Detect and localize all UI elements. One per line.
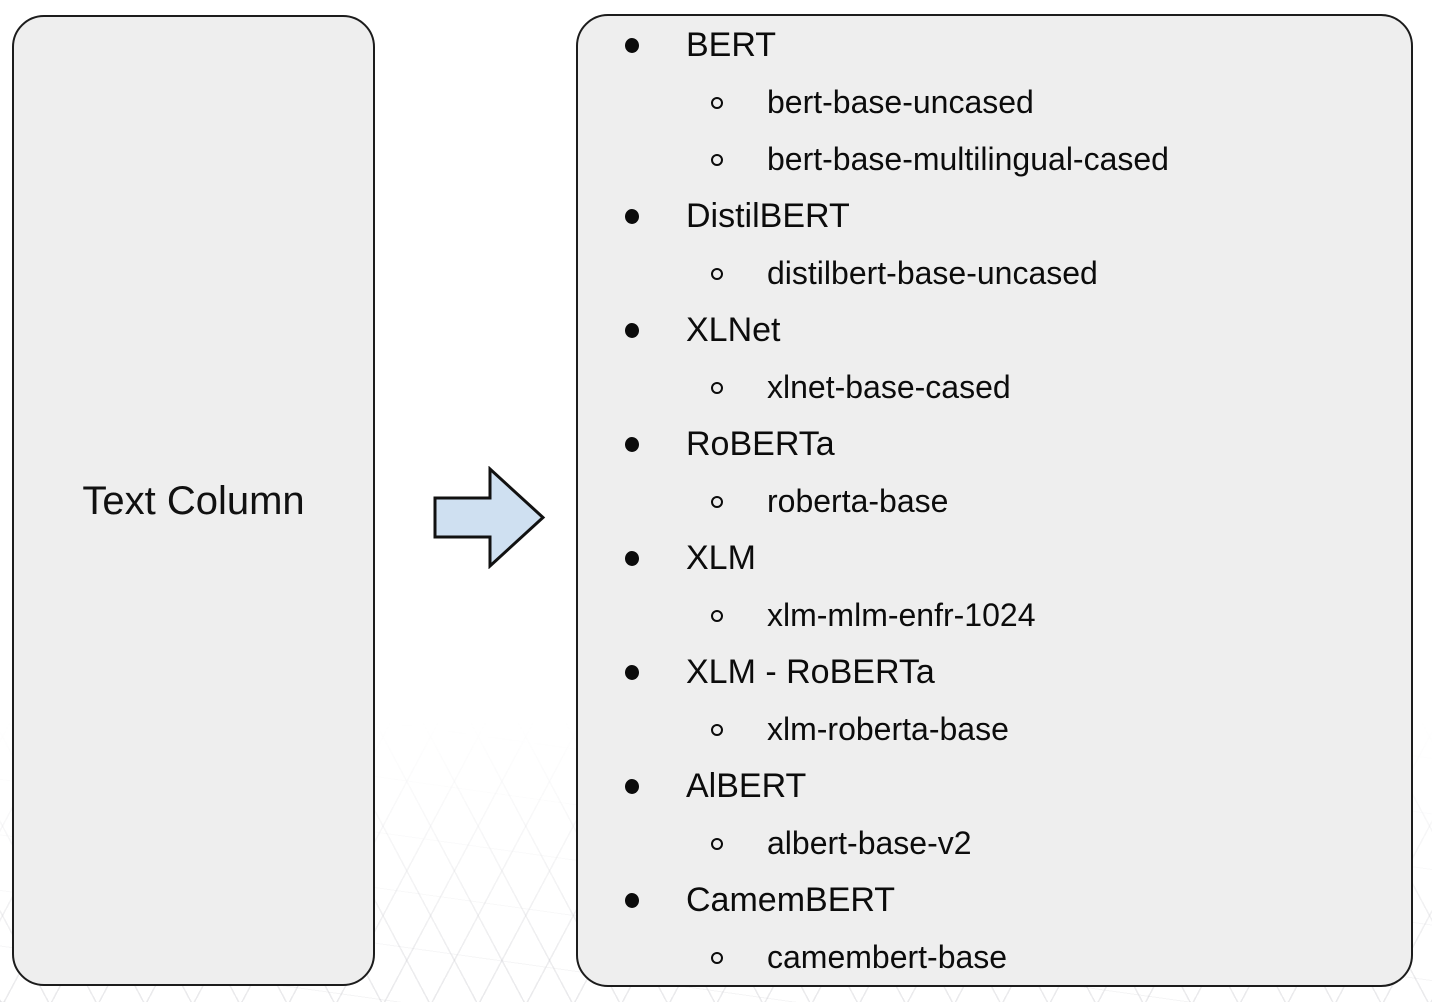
model-list-box: BERT bert-base-uncased bert-base-multili…: [576, 14, 1413, 987]
bullet-filled-icon: [625, 323, 639, 338]
list-item-family: RoBERTa: [578, 416, 1411, 473]
model-name-label: xlnet-base-cased: [767, 369, 1011, 405]
list-item-model: roberta-base: [578, 473, 1411, 530]
bullet-hollow-icon: [711, 96, 723, 109]
list-item-model: albert-base-v2: [578, 815, 1411, 872]
model-family-label: XLNet: [686, 311, 781, 349]
list-item-model: bert-base-multilingual-cased: [578, 131, 1411, 188]
list-item-family: XLM: [578, 530, 1411, 587]
bullet-hollow-icon: [711, 153, 723, 166]
list-item-family: XLM - RoBERTa: [578, 644, 1411, 701]
list-item-model: xlm-roberta-base: [578, 701, 1411, 758]
model-name-label: xlm-roberta-base: [767, 711, 1009, 747]
model-name-label: xlm-mlm-enfr-1024: [767, 597, 1036, 633]
model-name-label: distilbert-base-uncased: [767, 255, 1098, 291]
bullet-filled-icon: [625, 437, 639, 452]
model-list: BERT bert-base-uncased bert-base-multili…: [578, 16, 1411, 985]
right-arrow-svg: [433, 465, 546, 570]
bullet-hollow-icon: [711, 381, 723, 394]
model-family-label: AlBERT: [686, 767, 807, 805]
list-item-model: distilbert-base-uncased: [578, 245, 1411, 302]
model-family-label: XLM: [686, 539, 756, 577]
model-family-label: XLM - RoBERTa: [686, 653, 935, 691]
list-item-family: CamemBERT: [578, 872, 1411, 929]
model-name-label: bert-base-multilingual-cased: [767, 141, 1169, 177]
model-family-label: CamemBERT: [686, 881, 896, 919]
bullet-hollow-icon: [711, 609, 723, 622]
bullet-hollow-icon: [711, 723, 723, 736]
bullet-filled-icon: [625, 779, 639, 794]
list-item-model: camembert-base: [578, 929, 1411, 985]
bullet-filled-icon: [625, 551, 639, 566]
list-item-family: BERT: [578, 17, 1411, 74]
bullet-filled-icon: [625, 209, 639, 224]
model-name-label: camembert-base: [767, 939, 1008, 975]
model-family-label: BERT: [686, 26, 777, 64]
model-name-label: albert-base-v2: [767, 825, 972, 861]
model-family-label: DistilBERT: [686, 197, 850, 235]
bullet-hollow-icon: [711, 951, 723, 964]
right-arrow-icon: [433, 465, 546, 570]
list-item-model: bert-base-uncased: [578, 74, 1411, 131]
bullet-hollow-icon: [711, 837, 723, 850]
bullet-filled-icon: [625, 38, 639, 53]
list-item-family: AlBERT: [578, 758, 1411, 815]
bullet-filled-icon: [625, 665, 639, 680]
model-name-label: roberta-base: [767, 483, 949, 519]
list-item-family: DistilBERT: [578, 188, 1411, 245]
bullet-hollow-icon: [711, 495, 723, 508]
list-item-model: xlm-mlm-enfr-1024: [578, 587, 1411, 644]
model-name-label: bert-base-uncased: [767, 84, 1034, 120]
list-item-family: XLNet: [578, 302, 1411, 359]
text-column-label: Text Column: [82, 478, 305, 523]
text-column-box: Text Column: [12, 15, 375, 986]
bullet-filled-icon: [625, 893, 639, 908]
list-item-model: xlnet-base-cased: [578, 359, 1411, 416]
bullet-hollow-icon: [711, 267, 723, 280]
model-family-label: RoBERTa: [686, 425, 835, 463]
